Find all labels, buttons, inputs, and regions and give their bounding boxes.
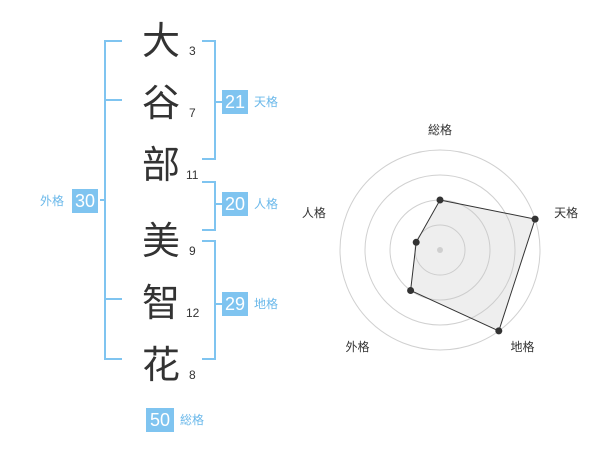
chikaku-label: 地格 bbox=[254, 297, 279, 311]
radar-point bbox=[436, 196, 444, 204]
stroke-count: 9 bbox=[189, 244, 196, 258]
radar-grid-ring bbox=[339, 149, 541, 351]
radar-series-area bbox=[410, 199, 536, 332]
radar-axis-label: 人格 bbox=[302, 205, 326, 220]
jinkaku-value: 20 bbox=[222, 192, 248, 216]
tenkaku-label: 天格 bbox=[254, 95, 279, 109]
tenkaku-value: 21 bbox=[222, 90, 248, 114]
radar-axis-label: 地格 bbox=[511, 339, 535, 354]
chikaku-value: 29 bbox=[222, 292, 248, 316]
radar-grid-ring bbox=[364, 174, 516, 326]
stroke-count: 11 bbox=[186, 168, 199, 182]
stroke-count: 12 bbox=[186, 306, 200, 320]
radar-axis-label: 天格 bbox=[554, 205, 578, 220]
name-character: 智 bbox=[141, 281, 180, 325]
name-character: 部 bbox=[141, 143, 180, 187]
soukaku-label: 総格 bbox=[180, 413, 205, 427]
soukaku-value: 50 bbox=[146, 408, 174, 432]
name-character: 大 bbox=[141, 19, 180, 63]
name-character: 花 bbox=[141, 343, 180, 387]
radar-center bbox=[437, 247, 443, 253]
stroke-count: 3 bbox=[189, 44, 196, 58]
radar-point bbox=[407, 287, 415, 294]
gaikaku-label: 外格 bbox=[40, 194, 65, 208]
jinkaku-label: 人格 bbox=[254, 197, 279, 211]
stroke-count: 7 bbox=[189, 106, 196, 120]
name-character: 谷 bbox=[141, 81, 180, 125]
radar-point bbox=[531, 215, 539, 223]
radar-point bbox=[495, 327, 503, 335]
radar-axis-label: 外格 bbox=[345, 339, 369, 354]
radar-axis-label: 総格 bbox=[428, 122, 452, 137]
gaikaku-value: 30 bbox=[72, 189, 98, 213]
stroke-count: 8 bbox=[189, 368, 196, 382]
radar-point bbox=[412, 238, 420, 246]
name-character: 美 bbox=[141, 219, 180, 263]
